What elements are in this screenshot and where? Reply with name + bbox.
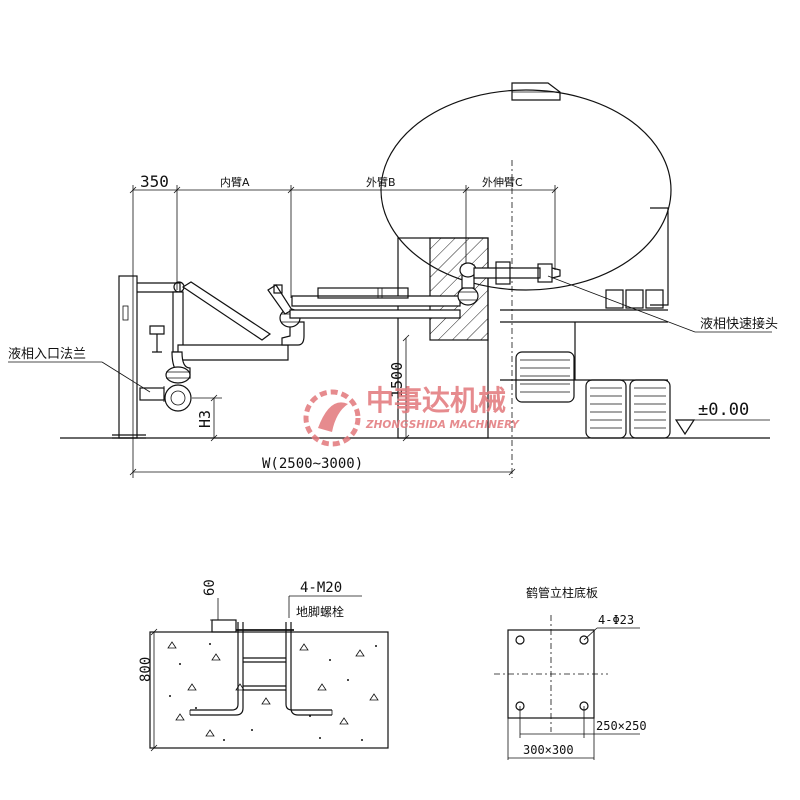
dim-300: 300×300 [523, 743, 574, 757]
label-liquid-quick-coupler: 液相快速接头 [700, 316, 778, 332]
watermark-cn: 中事达机械 [366, 384, 506, 417]
quick-coupler [537, 263, 553, 283]
truck-cab [650, 207, 669, 306]
platform-frame [397, 237, 489, 439]
truck-wheel-rear-1 [585, 379, 627, 439]
anchor-bolt-right [285, 622, 333, 716]
dim-60: 60 [202, 579, 218, 596]
elevation-triangle [674, 419, 696, 436]
hatched-platform-block [429, 237, 489, 341]
watermark-logo-icon [303, 389, 361, 447]
concrete-foundation [149, 631, 389, 749]
dim-h3: H3 [196, 410, 214, 428]
truck-window-3 [645, 289, 664, 309]
zhongshida-watermark: 中事达机械 ZHONGSHIDA MACHINERY [303, 384, 520, 447]
elevation-zero: ±0.00 [698, 400, 749, 420]
dim-250: 250×250 [596, 719, 647, 733]
truck-window-1 [605, 289, 624, 309]
label-outer-ext-c: 外伸臂C [482, 176, 523, 189]
label-outer-pipe-b: 外臂B [366, 176, 396, 189]
lower-horizontal-pipe [177, 344, 289, 361]
outer-swivel-joint [457, 286, 479, 306]
truck-window-2 [625, 289, 644, 309]
label-inner-pipe-a: 内臂A [220, 175, 250, 189]
balance-strut [181, 281, 272, 341]
inlet-flange [164, 384, 192, 412]
foundation-section-view: 60 800 4-M20 地脚螺栓 [138, 579, 389, 752]
inlet-swivel-joint [165, 366, 191, 384]
base-plate-title: 鹤管立柱底板 [526, 585, 598, 600]
base-plate-view: 鹤管立柱底板 4-Φ23 250×250 300×300 [494, 585, 647, 760]
outer-pipe-cylinder [317, 287, 409, 299]
column-base-stub [211, 619, 237, 633]
counterweight-arm [267, 284, 293, 315]
outer-ext-pipe-c [473, 267, 541, 279]
label-anchor-bolt: 地脚螺栓 [296, 604, 344, 619]
label-bolt-spec: 4-M20 [300, 580, 342, 596]
dim-1500: 1500 [388, 362, 406, 398]
column-top-arm [137, 282, 181, 293]
base-plate-holes [515, 635, 589, 711]
dim-800: 800 [138, 657, 154, 682]
dim-width-w: W(2500~3000) [262, 456, 363, 472]
inner-vertical-pipe [172, 291, 184, 353]
truck-wheel-rear-2 [629, 379, 671, 439]
anchor-bolt-left [189, 622, 244, 716]
riser-column [118, 275, 138, 439]
main-elevation-view: 350 内臂A 外臂B 外伸臂C H3 [8, 82, 778, 478]
watermark-en: ZHONGSHIDA MACHINERY [365, 419, 520, 431]
truck-wheel-front [515, 351, 575, 403]
label-liquid-inlet-flange: 液相入口法兰 [8, 347, 86, 362]
dim-350: 350 [140, 172, 169, 191]
label-hole-spec: 4-Φ23 [598, 613, 634, 627]
